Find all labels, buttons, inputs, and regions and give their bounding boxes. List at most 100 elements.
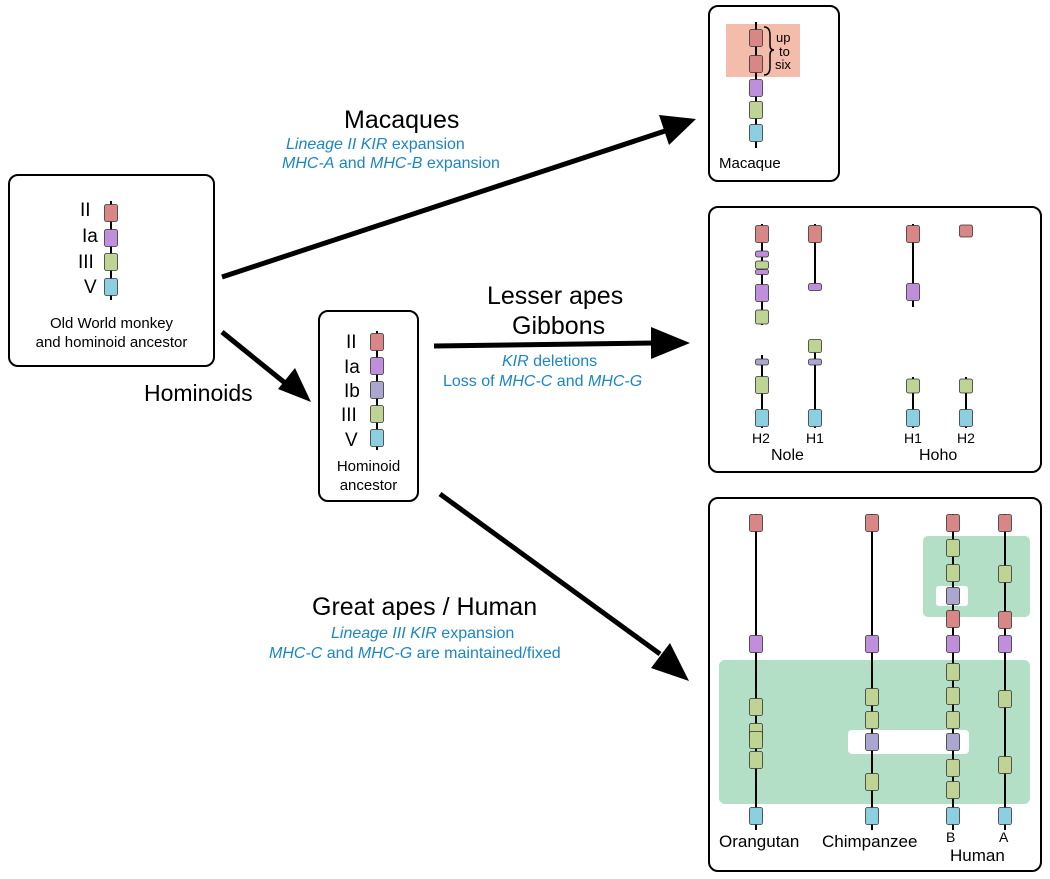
ancestor-gene-label-v: V	[84, 277, 97, 298]
hoho-h2-label: H2	[957, 430, 975, 446]
nole-h1-label: H1	[806, 430, 824, 446]
human-b-gene-iii-2	[946, 564, 960, 582]
macaque-gene-ii-2	[749, 55, 763, 73]
human-label: Human	[950, 846, 1005, 865]
hoho-h1-label: H1	[904, 430, 922, 446]
human-a-gene-iii-3	[998, 756, 1012, 774]
human-b-gene-iii-3	[946, 663, 960, 681]
chimpanzee-label: Chimpanzee	[822, 832, 918, 851]
human-b-gene-iii-4	[946, 687, 960, 705]
macaques-title: Macaques	[344, 106, 460, 134]
human-b-gene-ii-2	[946, 610, 960, 628]
great-note-line2-rest: are maintained/fixed	[412, 645, 561, 662]
great-note-line1: Lineage III KIR expansion	[331, 625, 514, 643]
human-b-gene-ib-1	[946, 587, 960, 605]
human-a-gene-ii-1	[998, 514, 1012, 532]
lesser-apes-arrow	[433, 340, 656, 349]
gibbon-panel	[708, 206, 1042, 473]
macaque-brace-to: to	[779, 44, 790, 59]
hominoid-gene-ib	[370, 381, 384, 399]
chimpanzee-gene-v	[865, 807, 879, 825]
macaque-gene-v	[749, 124, 763, 142]
nole-h1-gene-ib	[808, 358, 822, 366]
hominoid-caption-line1: Hominoid	[336, 458, 401, 475]
orangutan-gene-iii-4	[749, 751, 763, 769]
human-b-gene-iii-1	[946, 539, 960, 557]
human-a-gene-iii-1	[998, 565, 1012, 583]
great-note-mhc-g: MHC-G	[357, 645, 413, 662]
hominoid-gene-label-ia: Ia	[344, 357, 360, 378]
hominoid-gene-label-ii: II	[346, 332, 357, 353]
ancestor-gene-label-ii: II	[80, 200, 91, 221]
macaques-note-mhc-a: MHC-A	[282, 155, 335, 172]
nole-h2-gene-ia-partial-2	[755, 269, 769, 275]
nole-h2-gene-iii-1	[755, 260, 769, 270]
human-a-label: A	[999, 829, 1009, 845]
nole-h2-gene-ib	[755, 358, 769, 366]
lesser-apes-arrowhead	[651, 327, 690, 359]
lesser-note-line2: Loss of MHC-C and MHC-G	[443, 373, 642, 391]
macaques-note-and: and	[334, 155, 371, 172]
ancestor-gene-ii	[104, 204, 118, 222]
hominoids-title: Hominoids	[144, 380, 253, 406]
lesser-note-kir: KIR	[502, 353, 529, 370]
orangutan-gene-ii	[749, 514, 763, 532]
hoho-label: Hoho	[919, 447, 958, 464]
macaques-note-line2: MHC-A and MHC-B expansion	[282, 155, 500, 173]
human-b-gene-iii-6	[946, 759, 960, 777]
ancestor-gene-ia	[104, 229, 118, 247]
orangutan-gene-v	[749, 807, 763, 825]
gibbons-title: Gibbons	[512, 312, 606, 340]
lesser-note-line1-rest: deletions	[528, 353, 598, 370]
hominoid-gene-ii	[370, 333, 384, 351]
lesser-note-mhc-g: MHC-G	[587, 373, 643, 390]
nole-h2-gene-ii	[755, 225, 769, 243]
hoho-h1-gene-ia	[906, 283, 920, 301]
macaque-brace-six: six	[775, 57, 791, 72]
macaque-brace-up: up	[776, 30, 791, 45]
hoho-h2-gene-iii	[959, 378, 973, 394]
nole-h1-gene-ia	[808, 283, 822, 291]
human-b-gene-ii-1	[946, 514, 960, 532]
hominoid-ancestor-box	[318, 310, 419, 502]
nole-h2-gene-v	[755, 409, 769, 427]
hoho-h1-gene-v	[906, 409, 920, 427]
great-apes-arrow	[438, 491, 662, 657]
hominoid-gene-v	[370, 429, 384, 447]
lesser-apes-title: Lesser apes	[487, 282, 624, 310]
macaque-gene-ii-1	[749, 29, 763, 47]
human-b-gene-iii-7	[946, 781, 960, 799]
orangutan-gene-iii-1	[749, 698, 763, 716]
hominoid-gene-ia	[370, 357, 384, 375]
chimpanzee-gene-iii-2	[865, 711, 879, 729]
nole-label: Nole	[771, 447, 804, 464]
macaque-gene-ia	[749, 79, 763, 97]
hoho-h2-gene-v	[959, 409, 973, 427]
chimpanzee-gene-ii	[865, 514, 879, 532]
human-b-gene-ib-2	[946, 733, 960, 751]
hominoids-arrowhead	[278, 368, 311, 402]
macaque-gene-iii	[749, 101, 763, 119]
hominoid-gene-label-v: V	[345, 430, 358, 451]
chimpanzee-gene-ia	[865, 635, 879, 653]
macaques-note-line2-rest: expansion	[422, 155, 500, 172]
great-note-line1-rest: expansion	[436, 625, 515, 642]
hominoids-arrow	[220, 330, 287, 385]
human-a-gene-iii-2	[998, 690, 1012, 708]
chimpanzee-gene-iii-3	[865, 773, 879, 791]
macaque-brace	[763, 26, 775, 76]
ancestor-gene-label-iii: III	[78, 252, 94, 273]
macaques-note-mhc-b: MHC-B	[370, 155, 423, 172]
hoho-h1-gene-ii	[906, 225, 920, 243]
orangutan-gene-ia	[749, 635, 763, 653]
chimpanzee-gene-ib	[865, 733, 879, 751]
human-b-gene-v	[946, 807, 960, 825]
human-a-gene-ia	[998, 635, 1012, 653]
human-a-gene-ii-2	[998, 611, 1012, 629]
hominoid-gene-label-iii: III	[341, 405, 357, 426]
nole-h1-gene-v	[808, 409, 822, 427]
ancestor-caption-line2: and hominoid ancestor	[35, 334, 188, 351]
nole-h2-gene-ia-partial	[755, 250, 769, 258]
macaques-arrow	[221, 128, 666, 280]
